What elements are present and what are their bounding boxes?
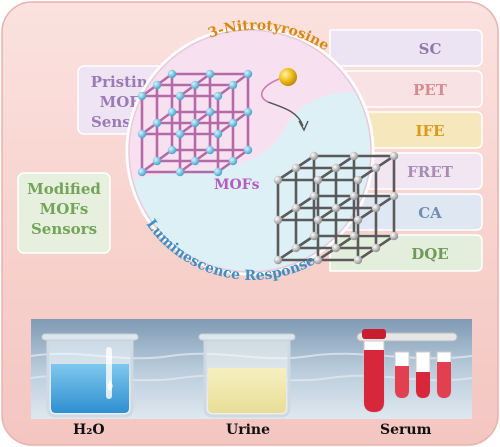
- lattice-node: [175, 91, 185, 101]
- mechanism-sc: SC: [329, 29, 483, 67]
- lattice-node: [190, 80, 200, 90]
- lattice-node: [313, 175, 323, 185]
- lattice-node: [273, 175, 283, 185]
- lattice-node: [331, 243, 341, 253]
- sample-label-urine: Urine: [226, 422, 270, 438]
- lattice-node: [152, 80, 162, 90]
- lattice-node: [228, 156, 238, 166]
- left-box-0-line: Pristine: [91, 73, 157, 91]
- lattice-node: [228, 80, 238, 90]
- lattice-node: [291, 243, 301, 253]
- arrow-head: [298, 120, 309, 132]
- mechanism-label: FRET: [407, 163, 454, 181]
- lattice-node: [309, 231, 319, 241]
- lattice-node: [228, 118, 238, 128]
- lattice-node: [349, 151, 359, 161]
- lattice-node: [353, 175, 363, 185]
- sample-label-serum: Serum: [380, 422, 432, 438]
- mechanism-dqe: DQE: [329, 234, 483, 272]
- lattice-node: [313, 215, 323, 225]
- lattice-node: [167, 69, 177, 79]
- lattice-node: [331, 203, 341, 213]
- lattice-node: [243, 69, 253, 79]
- lattice-node: [371, 243, 381, 253]
- urine-beaker: [198, 333, 296, 418]
- mechanism-ca: CA: [329, 193, 483, 231]
- left-box-1-line: Sensors: [31, 220, 97, 238]
- mechanism-label: DQE: [411, 245, 449, 263]
- lattice-node: [349, 231, 359, 241]
- lattice-node: [313, 255, 323, 265]
- lattice-node: [137, 167, 147, 177]
- lattice-node: [205, 145, 215, 155]
- circle-top-half: [129, 30, 371, 184]
- lattice-node: [167, 145, 177, 155]
- lattice-node: [175, 129, 185, 139]
- lattice-node: [389, 191, 399, 201]
- water-beaker: [41, 333, 139, 418]
- mechanism-pet: PET: [329, 70, 483, 108]
- lattice-node: [175, 167, 185, 177]
- lattice-node: [273, 215, 283, 225]
- lattice-node: [167, 107, 177, 117]
- lattice-node: [190, 156, 200, 166]
- serum-tubes: [356, 329, 458, 413]
- lattice-node: [213, 129, 223, 139]
- lattice-node: [213, 167, 223, 177]
- lattice-node: [331, 163, 341, 173]
- lattice-node: [137, 91, 147, 101]
- mechanism-label: PET: [413, 81, 448, 99]
- mechanism-label: IFE: [415, 122, 444, 140]
- lattice-node: [349, 191, 359, 201]
- response-arrow: [267, 101, 304, 127]
- nitrotyrosine-molecule: [279, 68, 297, 86]
- pristine-mof-lattice: [137, 69, 253, 177]
- lattice-node: [309, 191, 319, 201]
- mechanism-label: SC: [419, 40, 442, 58]
- lattice-node: [291, 203, 301, 213]
- modified-mof-lattice: [273, 151, 399, 265]
- lattice-node: [152, 118, 162, 128]
- lattice-node: [309, 151, 319, 161]
- lattice-node: [243, 145, 253, 155]
- lattice-node: [190, 118, 200, 128]
- lattice-node: [243, 107, 253, 117]
- mofs-label: MOFs: [214, 177, 260, 193]
- left-box-1-line: Modified: [27, 180, 101, 198]
- lattice-node: [205, 69, 215, 79]
- lattice-node: [371, 163, 381, 173]
- lattice-node: [353, 215, 363, 225]
- lattice-node: [273, 255, 283, 265]
- lattice-node: [371, 203, 381, 213]
- lattice-node: [205, 107, 215, 117]
- lattice-node: [389, 231, 399, 241]
- lattice-node: [152, 156, 162, 166]
- left-box-1-line: MOFs: [40, 200, 89, 218]
- lattice-node: [291, 163, 301, 173]
- mechanism-label: CA: [418, 204, 442, 222]
- lattice-node: [213, 91, 223, 101]
- lattice-node: [353, 255, 363, 265]
- sample-label-water: H₂O: [73, 422, 105, 438]
- lattice-node: [389, 151, 399, 161]
- lattice-node: [137, 129, 147, 139]
- binding-line: [260, 78, 280, 103]
